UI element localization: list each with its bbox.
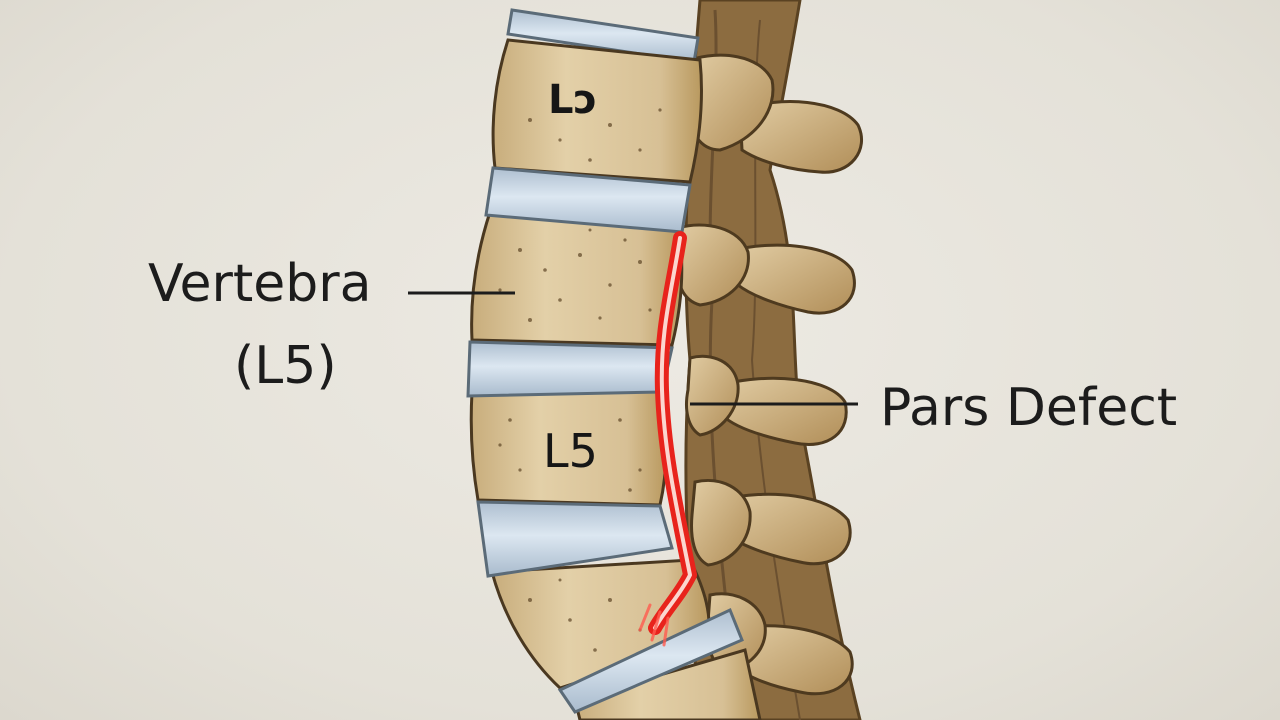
disc-2 [466, 340, 674, 398]
pars-defect-fracture [638, 231, 697, 647]
upper-vertebra-label: Lɔ [548, 77, 598, 123]
spinous-processes [718, 100, 864, 696]
bone-texture [498, 108, 662, 652]
vertebral-bodies [469, 38, 762, 720]
l5-vertebra-label: L5 [543, 424, 598, 478]
leader-lines [408, 291, 858, 406]
vertebral-body-bottom [573, 648, 762, 720]
vertebra-level-label: (L5) [234, 336, 337, 396]
vertebral-body-2 [470, 210, 684, 347]
vertebra-label: Vertebra [148, 254, 372, 314]
disc-4 [557, 607, 744, 714]
pars-defect-label: Pars Defect [880, 378, 1178, 438]
vertebral-body-upper [491, 38, 704, 184]
disc-3 [476, 500, 674, 578]
intervertebral-discs [466, 166, 744, 714]
